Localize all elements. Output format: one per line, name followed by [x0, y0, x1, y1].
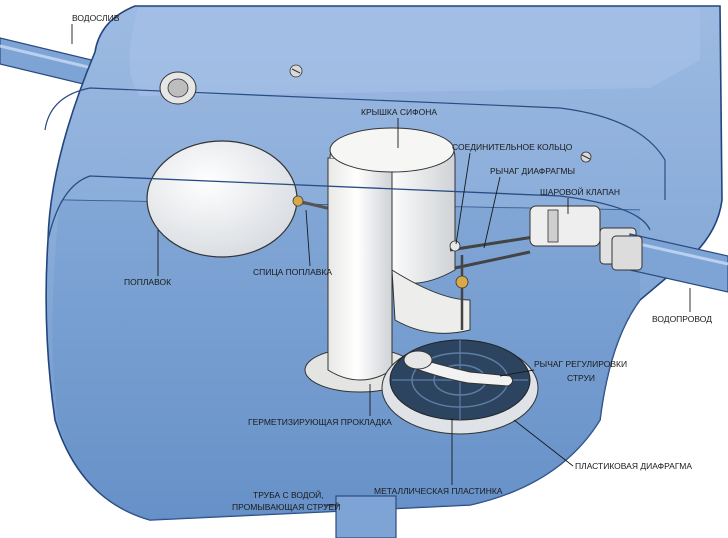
label-diaphragm-lever-text: РЫЧАГ ДИАФРАГМЫ [490, 166, 575, 176]
label-float-arm: СПИЦА ПОПЛАВКА [253, 209, 332, 277]
label-ball-valve: ШАРОВОЙ КЛАПАН [540, 186, 620, 214]
label-float: ПОПЛАВОК [124, 230, 171, 287]
water-supply-pipe [611, 233, 728, 293]
front-rim-line [47, 175, 651, 241]
overflow-nut [159, 71, 197, 105]
label-float-text: ПОПЛАВОК [124, 277, 171, 287]
label-seal-gasket: ГЕРМЕТИЗИРУЮЩАЯ ПРОКЛАДКА [248, 384, 392, 427]
label-water-supply: ВОДОПРОВОД [652, 288, 712, 324]
label-plastic-diaphragm: ПЛАСТИКОВАЯ ДИАФРАГМА [513, 419, 692, 471]
label-flush-pipe-text-2: ПРОМЫВАЮЩАЯ СТРУЕЙ [232, 501, 340, 512]
label-water-supply-text: ВОДОПРОВОД [652, 314, 712, 324]
label-jet-lever-text-2: СТРУИ [567, 373, 595, 383]
jet-adjust-lever [403, 350, 514, 387]
label-siphon-cap-text: КРЫШКА СИФОНА [361, 107, 437, 117]
label-ball-valve-text: ШАРОВОЙ КЛАПАН [540, 186, 620, 197]
label-connecting-ring: СОЕДИНИТЕЛЬНОЕ КОЛЬЦО [452, 142, 573, 245]
diaphragm-lever [449, 234, 541, 330]
float-ball [146, 140, 298, 258]
label-metal-plate: МЕТАЛЛИЧЕСКАЯ ПЛАСТИНКА [374, 418, 503, 496]
flush-pipe [335, 495, 397, 538]
label-overflow: ВОДОСЛИВ [71, 13, 120, 44]
label-plastic-diaphragm-text: ПЛАСТИКОВАЯ ДИАФРАГМА [575, 461, 692, 471]
label-diaphragm-lever: РЫЧАГ ДИАФРАГМЫ [483, 166, 575, 249]
lid-screws [289, 64, 592, 163]
label-metal-plate-text: МЕТАЛЛИЧЕСКАЯ ПЛАСТИНКА [374, 486, 503, 496]
label-seal-gasket-text: ГЕРМЕТИЗИРУЮЩАЯ ПРОКЛАДКА [248, 417, 392, 427]
label-float-arm-text: СПИЦА ПОПЛАВКА [253, 267, 332, 277]
label-overflow-text: ВОДОСЛИВ [72, 13, 120, 23]
label-siphon-cap: КРЫШКА СИФОНА [361, 107, 437, 148]
label-jet-lever: РЫЧАГ РЕГУЛИРОВКИ СТРУИ [499, 359, 627, 383]
label-flush-pipe-text-1: ТРУБА С ВОДОЙ, [253, 489, 324, 500]
label-flush-pipe: ТРУБА С ВОДОЙ, ПРОМЫВАЮЩАЯ СТРУЕЙ [232, 489, 340, 512]
label-connecting-ring-text: СОЕДИНИТЕЛЬНОЕ КОЛЬЦО [452, 142, 573, 152]
siphon-body [304, 127, 471, 393]
label-jet-lever-text-1: РЫЧАГ РЕГУЛИРОВКИ [534, 359, 627, 369]
